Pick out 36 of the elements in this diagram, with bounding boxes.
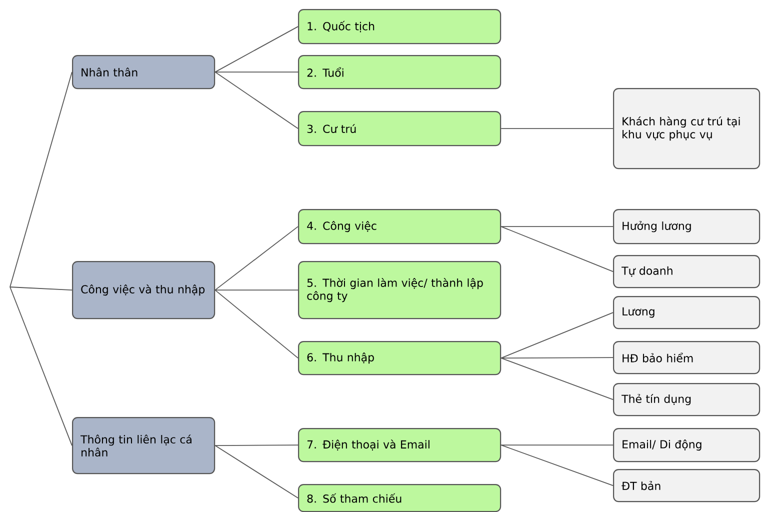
connector-line [214,444,298,446]
category-box: Thông tin liên lạc cá nhân [72,417,216,474]
criterion-box: 7. Điện thoại và Email [298,428,502,462]
connector-line [500,444,614,446]
category-box: Công việc và thu nhập [72,261,216,320]
detail-box: Hưởng lương [613,209,760,244]
criterion-box: 6. Thu nhập [298,341,502,376]
connector-line [214,290,298,358]
connector-line [500,128,614,129]
connector-line [500,358,614,400]
connector-line [500,226,614,272]
connector-line [214,445,298,498]
detail-box: Lương [613,296,760,330]
category-box: Nhân thân [72,55,216,90]
detail-box: Khách hàng cư trú tại khu vực phục vụ [613,88,760,170]
detail-box: ĐT bản [613,469,760,502]
connector-line [10,72,72,288]
connector-line [500,226,614,227]
detail-box: Email/ Di động [613,428,760,462]
criterion-box: 2. Tuổi [298,55,502,90]
detail-box: Tự doanh [613,255,760,288]
criterion-box: 5. Thời gian làm việc/ thành lập công ty [298,261,502,320]
connector-line [214,226,298,290]
criterion-box: 3. Cư trú [298,111,502,146]
detail-box: HĐ bảo hiểm [613,341,760,374]
connector-line [10,286,72,446]
connector-line [500,357,614,358]
criterion-box: 1. Quốc tịch [298,9,502,44]
criterion-box: 8. Số tham chiếu [298,484,502,512]
connector-line [500,312,614,358]
connector-line [214,72,298,129]
criterion-box: 4. Công việc [298,209,502,244]
detail-box: Thẻ tín dụng [613,383,760,416]
connector-line [10,286,72,290]
connector-line [500,444,614,486]
connector-line [214,26,298,72]
